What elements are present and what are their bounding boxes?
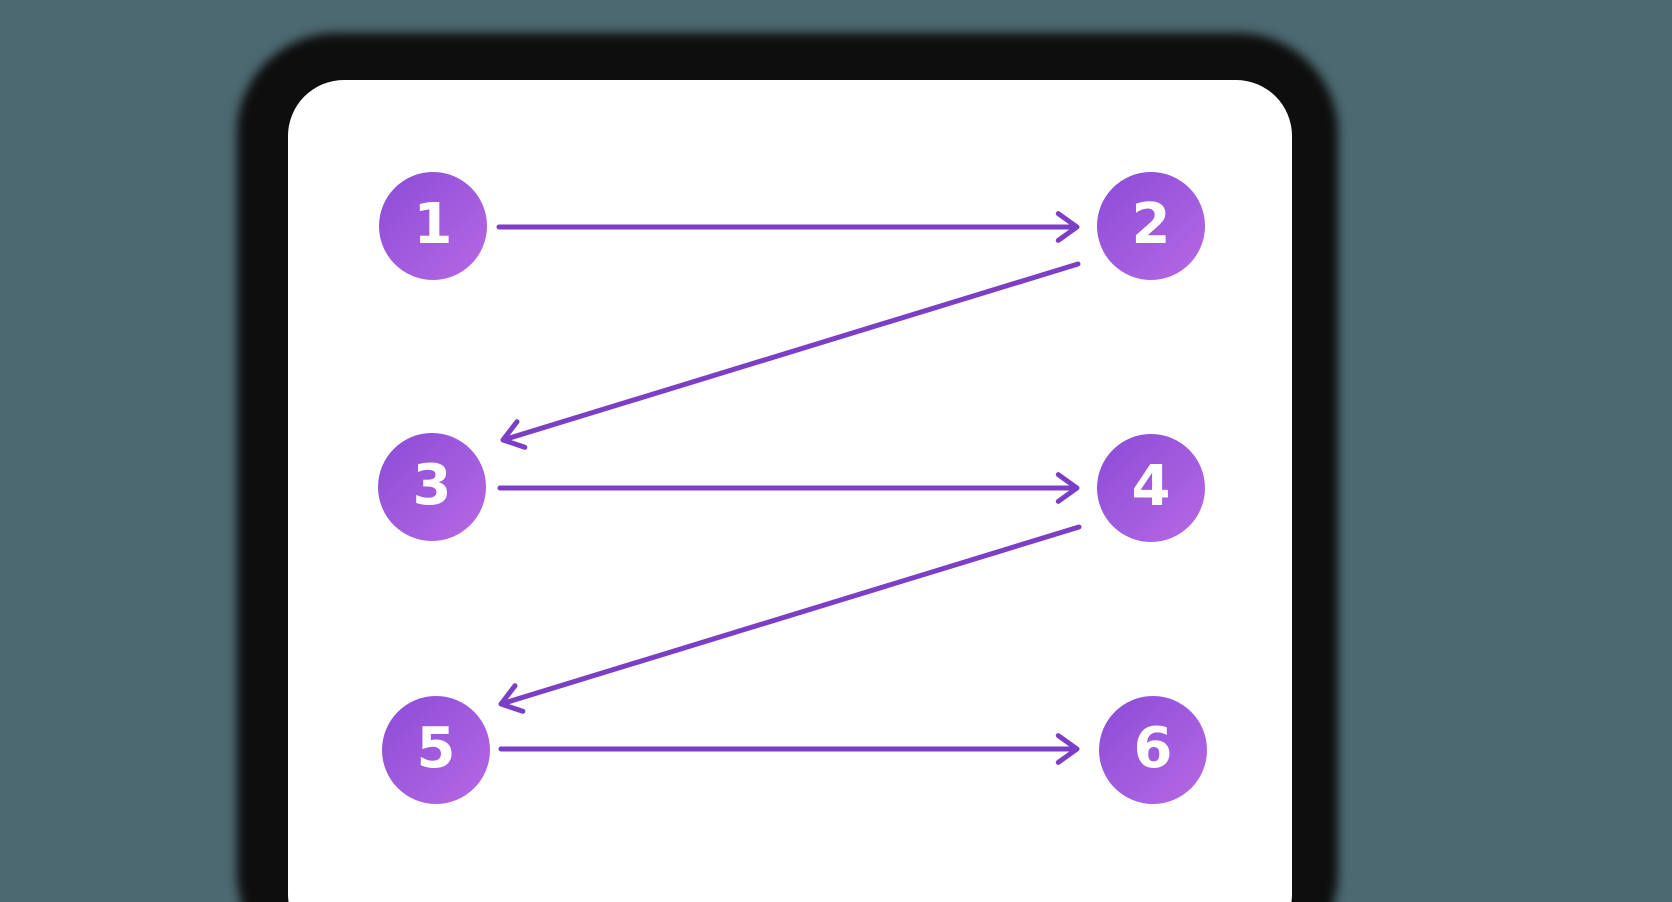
step-node-4: 4 (1097, 434, 1205, 542)
step-node-label: 1 (413, 192, 453, 257)
step-node-label: 3 (412, 453, 452, 518)
step-node-5: 5 (382, 696, 490, 804)
step-node-label: 6 (1133, 716, 1173, 781)
step-node-label: 4 (1131, 454, 1171, 519)
step-node-2: 2 (1097, 172, 1205, 280)
step-node-label: 5 (416, 716, 456, 781)
step-node-3: 3 (378, 433, 486, 541)
step-node-label: 2 (1131, 192, 1171, 257)
step-node-6: 6 (1099, 696, 1207, 804)
step-node-1: 1 (379, 172, 487, 280)
